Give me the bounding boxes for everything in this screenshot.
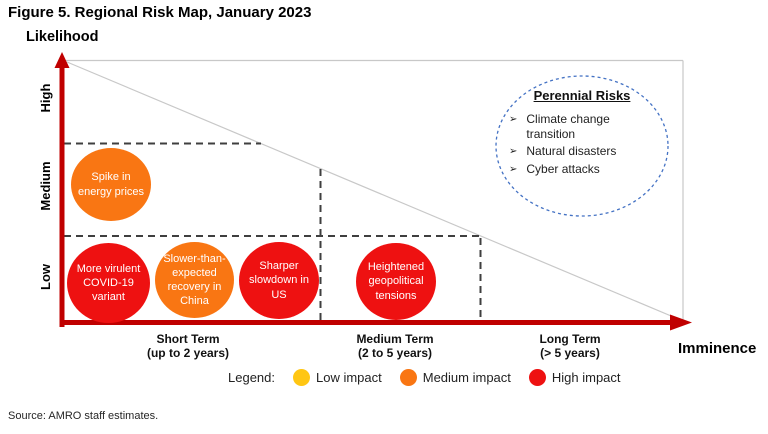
perennial-risks-panel: Perennial Risks ➢ Climate change transit… bbox=[503, 88, 661, 180]
risk-bubble-label: Sharper slowdown in US bbox=[249, 260, 309, 301]
risk-bubble-label: Slower-than- expected recovery in China bbox=[163, 252, 226, 308]
legend-item-low-impact: Low impact bbox=[293, 369, 382, 386]
perennial-risk-item: ➢ Cyber attacks bbox=[509, 162, 661, 177]
low-impact-swatch-icon bbox=[293, 369, 310, 386]
arrow-bullet-icon: ➢ bbox=[509, 164, 518, 176]
y-axis-arrowhead bbox=[54, 52, 70, 68]
figure-title: Figure 5. Regional Risk Map, January 202… bbox=[8, 4, 312, 21]
y-tick-low: Low bbox=[38, 264, 53, 290]
medium-impact-swatch-icon bbox=[399, 369, 417, 386]
legend-item-label: Low impact bbox=[316, 370, 382, 385]
risk-bubble-label: More virulent COVID-19 variant bbox=[76, 262, 141, 304]
risk-bubble-geopolitical-tensions: Heightened geopolitical tensions bbox=[356, 243, 436, 320]
arrow-bullet-icon: ➢ bbox=[509, 114, 518, 125]
legend-item-medium-impact: Medium impact bbox=[399, 369, 511, 386]
arrow-bullet-icon: ➢ bbox=[509, 146, 518, 158]
risk-bubble-covid-variant: More virulent COVID-19 variant bbox=[67, 243, 150, 323]
perennial-risk-label: Cyber attacks bbox=[526, 162, 600, 177]
risk-bubble-china-recovery: Slower-than- expected recovery in China bbox=[155, 242, 234, 318]
legend-item-high-impact: High impact bbox=[528, 369, 621, 386]
x-tick-long-term: Long Term (> 5 years) bbox=[539, 332, 601, 361]
y-axis-title: Likelihood bbox=[26, 29, 99, 45]
perennial-risk-item: ➢ Climate change transition bbox=[509, 112, 661, 141]
high-impact-swatch-icon bbox=[528, 369, 546, 386]
legend-item-label: Medium impact bbox=[422, 370, 511, 385]
legend: Legend: Low impact Medium impact High im… bbox=[228, 369, 621, 386]
x-tick-short-term: Short Term (up to 2 years) bbox=[146, 332, 230, 361]
perennial-risk-label: Natural disasters bbox=[526, 144, 617, 159]
y-tick-high: High bbox=[38, 83, 53, 113]
risk-bubble-us-slowdown: Sharper slowdown in US bbox=[239, 242, 319, 319]
legend-label: Legend: bbox=[228, 370, 275, 385]
perennial-risks-list: ➢ Climate change transition ➢ Natural di… bbox=[509, 112, 661, 177]
perennial-risk-item: ➢ Natural disasters bbox=[509, 144, 661, 159]
x-axis-title: Imminence bbox=[678, 340, 757, 357]
x-tick-medium-term: Medium Term (2 to 5 years) bbox=[356, 332, 434, 361]
perennial-risk-label: Climate change transition bbox=[526, 112, 610, 141]
risk-bubble-label: Heightened geopolitical tensions bbox=[367, 261, 425, 302]
legend-item-label: High impact bbox=[551, 370, 621, 385]
perennial-risks-title: Perennial Risks bbox=[533, 88, 631, 103]
source-note: Source: AMRO staff estimates. bbox=[8, 410, 159, 422]
risk-bubble-spike-energy-prices: Spike in energy prices bbox=[71, 148, 151, 221]
y-tick-medium: Medium bbox=[38, 161, 53, 211]
x-axis-arrowhead bbox=[670, 314, 692, 331]
diagonal-risk-frontier-line bbox=[66, 61, 684, 322]
risk-bubble-label: Spike in energy prices bbox=[77, 171, 145, 198]
perennial-risks-circle bbox=[495, 75, 669, 217]
